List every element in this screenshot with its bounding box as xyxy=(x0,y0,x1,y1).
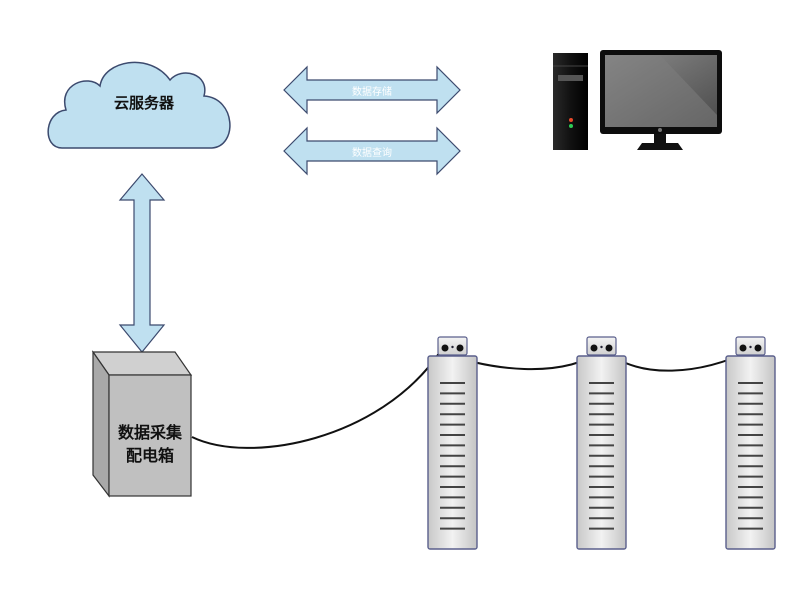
cloud-server-label: 云服务器 xyxy=(114,94,175,112)
vent xyxy=(600,345,603,349)
battery-body xyxy=(725,355,776,550)
terminal xyxy=(605,344,613,352)
battery-body xyxy=(576,355,627,550)
data-query-arrow: 数据查询 xyxy=(283,126,461,176)
battery-body xyxy=(427,355,478,550)
box-top xyxy=(91,351,193,376)
box-label-line1: 数据采集 xyxy=(118,423,183,442)
battery-group xyxy=(427,336,776,550)
cloud-icon xyxy=(47,61,231,149)
data-storage-label: 数据存储 xyxy=(352,85,392,98)
cloud-server[interactable]: 云服务器 xyxy=(47,61,231,149)
data-query-label: 数据查询 xyxy=(352,146,392,159)
terminal xyxy=(590,344,598,352)
vent xyxy=(749,345,752,349)
data-collection-box[interactable]: 数据采集 配电箱 xyxy=(91,350,193,498)
terminal xyxy=(754,344,762,352)
box-side xyxy=(92,350,110,498)
vent xyxy=(451,345,454,349)
terminal xyxy=(456,344,464,352)
terminal xyxy=(441,344,449,352)
power-led-green xyxy=(569,124,573,128)
vertical-double-arrow xyxy=(118,173,166,353)
terminal xyxy=(739,344,747,352)
monitor xyxy=(600,50,722,150)
pc-tower xyxy=(553,53,588,150)
box-label-line2: 配电箱 xyxy=(126,446,174,465)
desktop-computer-icon[interactable] xyxy=(553,50,722,150)
battery-cell[interactable] xyxy=(427,336,478,550)
data-storage-arrow: 数据存储 xyxy=(283,65,461,115)
battery-cell[interactable] xyxy=(576,336,627,550)
cable xyxy=(191,348,753,449)
box-front xyxy=(108,374,192,497)
power-led-red xyxy=(569,118,573,122)
battery-cell[interactable] xyxy=(725,336,776,550)
